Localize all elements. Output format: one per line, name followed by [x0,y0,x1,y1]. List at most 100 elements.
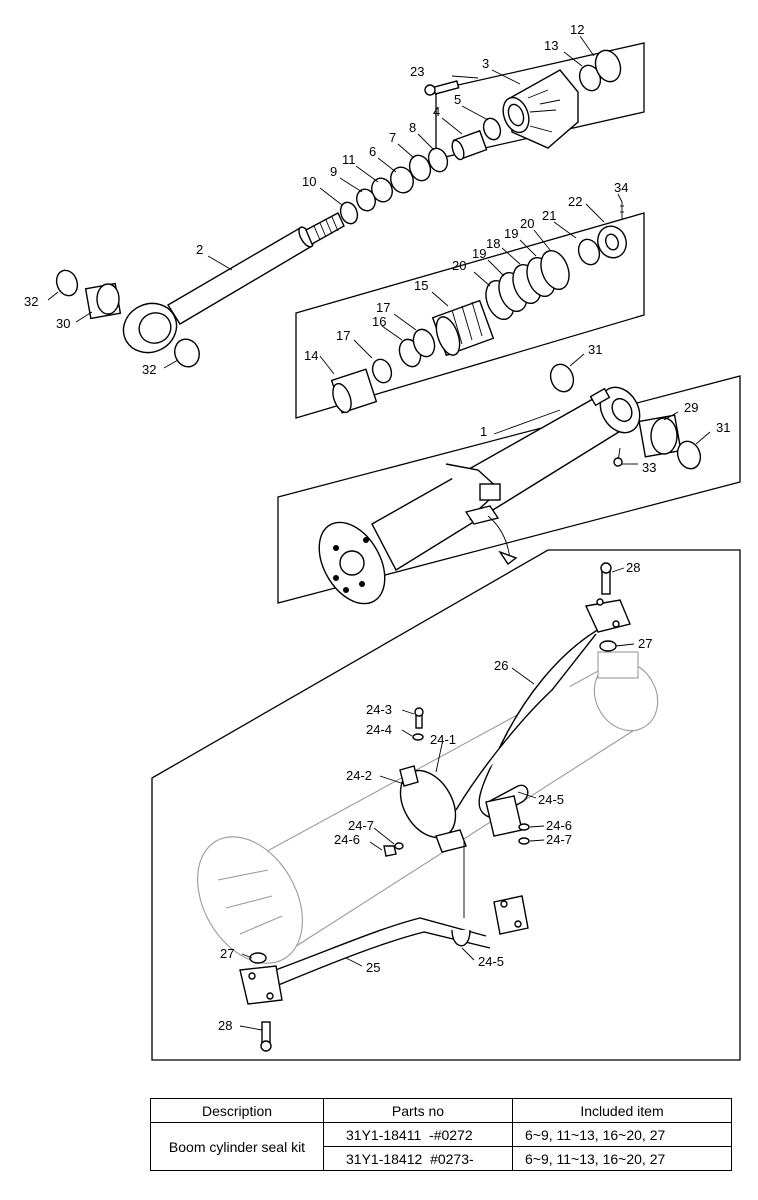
bush-29 [638,414,682,458]
callout-24-7-left: 24-7 [348,818,374,833]
o-ring-27-upper [599,640,617,652]
callout-27-upper: 27 [638,636,652,651]
callout-7: 7 [389,130,396,145]
callout-13: 13 [544,38,558,53]
callout-23: 23 [410,64,424,79]
callout-6: 6 [369,144,376,159]
callout-31-lower: 31 [716,420,730,435]
callout-24-5-upper: 24-5 [538,792,564,807]
callout-17-right: 17 [376,300,390,315]
col-included-item: Included item [512,1098,732,1123]
seal-12 [594,49,622,83]
callout-2: 2 [196,242,203,257]
parts-no-cell: 31Y1-18411 -#0272 [323,1122,513,1147]
ring-20-b [540,249,570,291]
callout-11: 11 [342,152,356,167]
callout-24-7-right: 24-7 [546,832,572,847]
u-bolt-24-5-lower [451,840,471,947]
callout-16: 16 [372,314,386,329]
callout-1: 1 [480,424,487,439]
callout-20-left: 20 [452,258,466,273]
callout-9: 9 [330,164,337,179]
washer-24-7-left [394,842,404,850]
callout-28-lower: 28 [218,1018,232,1033]
cylinder-tube [318,386,641,605]
callout-24-1: 24-1 [430,732,456,747]
callout-19-right: 19 [504,226,518,241]
callout-14: 14 [304,348,318,363]
snap-ring-31-lower [676,440,702,470]
piston-group-frame [295,212,645,419]
callout-19-left: 19 [472,246,486,261]
pipe-26 [455,624,607,819]
screw-34 [620,202,624,220]
clamp-24-1 [399,765,467,853]
table-row: 31Y1-18412 #0273- 6~9, 11~13, 16~20, 27 [151,1146,732,1171]
ring-5 [482,117,502,141]
view-arrow [487,515,511,561]
ring-21 [577,238,601,266]
leader-lines [47,35,711,1031]
flange-block-lower-left [239,965,283,1005]
callout-29: 29 [684,400,698,415]
snap-ring-32-right [174,338,200,368]
kit-description: Boom cylinder seal kit [150,1122,324,1171]
callout-33: 33 [642,460,656,475]
rod-thread [305,212,345,245]
callout-17-left: 17 [336,328,350,343]
callout-30: 30 [56,316,70,331]
seal-10 [339,201,359,225]
callout-25: 25 [366,960,380,975]
callout-12: 12 [570,22,584,37]
grease-nipple-33 [613,447,623,467]
callout-24-4: 24-4 [366,722,392,737]
piston-rod [122,212,345,354]
ring-17-left [371,358,393,384]
col-description: Description [150,1098,324,1123]
snap-ring-31-upper [549,363,575,393]
table-header-row: Description Parts no Included item [150,1098,732,1123]
snap-ring-32-left [55,269,79,297]
callout-21: 21 [542,208,556,223]
piping-group-frame [151,549,741,1061]
bush-30 [84,282,122,320]
parts-no-cell: 31Y1-18412 #0273- [323,1146,513,1171]
cylinder-head [502,69,579,149]
bolt-28-lower [260,1021,272,1052]
callout-26: 26 [494,658,508,673]
washer-24-4 [412,733,424,741]
piston-15 [431,299,495,357]
callout-5: 5 [454,92,461,107]
seal-9 [356,188,376,212]
callout-24-3: 24-3 [366,702,392,717]
bolt-23 [424,80,460,96]
included-item-cell: 6~9, 11~13, 16~20, 27 [512,1122,732,1147]
callout-28-upper: 28 [626,560,640,575]
callout-24-6-right: 24-6 [546,818,572,833]
callout-8: 8 [409,120,416,135]
rod-group-frame [435,42,645,160]
ring-17-right [412,328,436,358]
callout-10: 10 [302,174,316,189]
callout-24-2: 24-2 [346,768,372,783]
col-parts-no: Parts no [323,1098,513,1123]
flange-block-lower-right [493,895,529,935]
cushion-14 [330,368,378,414]
exploded-parts-diagram: 1 2 3 4 5 6 7 8 9 10 11 12 13 14 15 16 1… [24,22,741,1061]
pipe-clamp-bracket [445,463,502,525]
callout-24-6-left: 24-6 [334,832,360,847]
nut-24-6-left [383,845,397,857]
table-row: Boom cylinder seal kit 31Y1-18411 -#0272… [150,1122,732,1171]
callout-24-5-lower: 24-5 [478,954,504,969]
callout-27-lower: 27 [220,946,234,961]
flange-block-upper [584,598,631,633]
callout-34: 34 [614,180,628,195]
callout-20-right: 20 [520,216,534,231]
o-ring-27-lower [249,952,267,964]
bolt-24-3 [414,707,424,729]
callout-32-left: 32 [24,294,38,309]
callout-15: 15 [414,278,428,293]
u-bolt-24-5-upper [485,784,529,837]
view-arrow-head [498,550,518,566]
included-item-cell: 6~9, 11~13, 16~20, 27 [512,1146,732,1171]
